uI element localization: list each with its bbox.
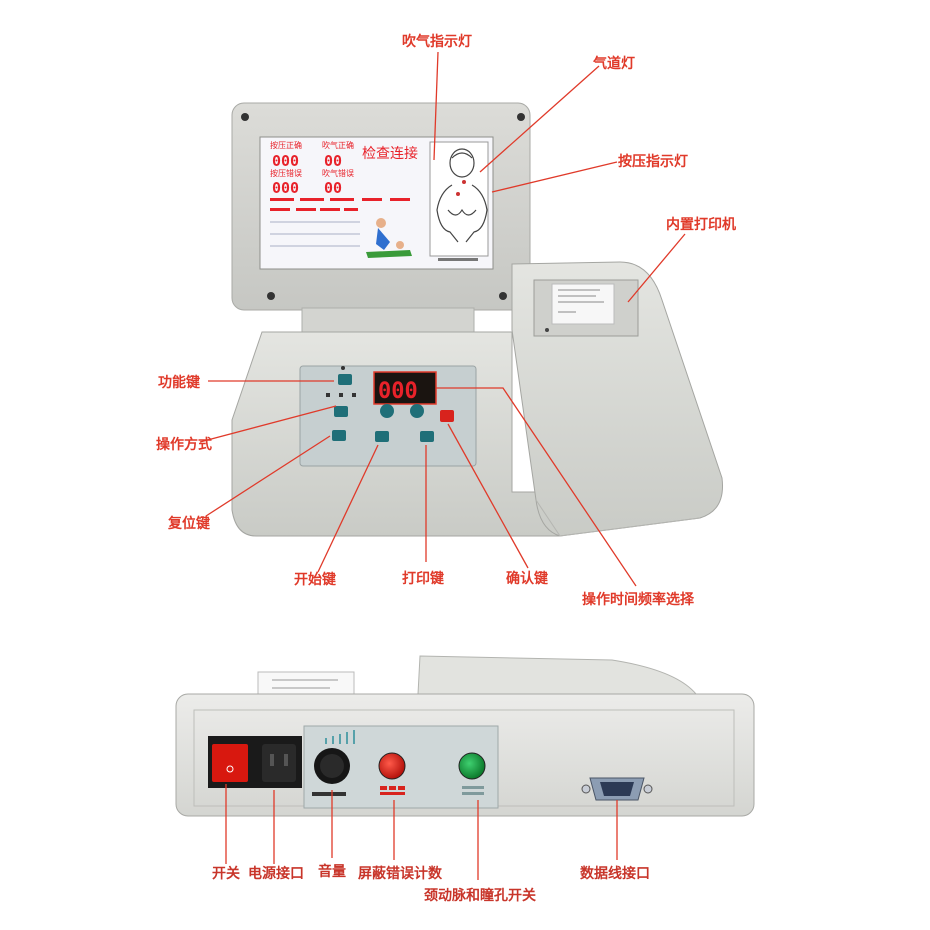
- label-time-freq-select: 操作时间频率选择: [582, 591, 695, 608]
- top-device: 按压正确 吹气正确 000 00 按压错误 吹气错误 000 00 检查连接: [231, 102, 724, 537]
- printer-led-icon: [545, 328, 549, 332]
- label-start-key: 开始键: [294, 571, 337, 588]
- rear-lid: [417, 655, 698, 695]
- blow-correct-label: 吹气正确: [322, 140, 354, 150]
- cpr-figure-icon: [366, 218, 412, 258]
- led-display: 000: [378, 379, 418, 404]
- blow-correct-value: 00: [324, 152, 342, 170]
- mask-error-mark: [380, 786, 405, 795]
- press-correct-label: 按压正确: [270, 140, 302, 150]
- operation-mode-key[interactable]: [334, 406, 348, 417]
- mask-error-button[interactable]: [378, 752, 406, 780]
- power-socket[interactable]: [262, 744, 296, 782]
- indicator-led-icon: [341, 366, 345, 370]
- label-mask-error-count: 屏蔽错误计数: [358, 865, 443, 882]
- start-key[interactable]: [375, 431, 389, 442]
- press-error-value: 000: [272, 179, 299, 197]
- label-power-port: 电源接口: [248, 865, 304, 882]
- screen-status-text: 检查连接: [362, 145, 418, 162]
- print-key[interactable]: [420, 431, 434, 442]
- led-display-panel: [373, 371, 437, 405]
- label-print-key: 打印键: [402, 570, 445, 587]
- hinge: [301, 307, 475, 333]
- press-correct-value: 000: [272, 152, 299, 170]
- carotid-pupil-button[interactable]: [458, 752, 486, 780]
- label-airway-light: 气道灯: [592, 55, 635, 72]
- press-error-label: 按压错误: [270, 168, 302, 178]
- power-switch[interactable]: [212, 744, 248, 782]
- label-carotid-pupil-switch: 颈动脉和瞳孔开关: [423, 887, 536, 904]
- label-builtin-printer: 内置打印机: [666, 216, 736, 233]
- screen-lines: [270, 221, 360, 247]
- rear-device: [175, 655, 755, 817]
- bottom-labels: 开关 电源接口 音量 屏蔽错误计数 颈动脉和瞳孔开关 数据线接口: [212, 863, 650, 904]
- label-volume: 音量: [318, 863, 346, 880]
- function-key[interactable]: [338, 374, 352, 385]
- label-confirm-key: 确认键: [506, 570, 549, 587]
- screen-small-rows: [270, 198, 410, 211]
- time-down-knob[interactable]: [380, 404, 394, 418]
- confirm-key[interactable]: [440, 410, 454, 422]
- reset-key[interactable]: [332, 430, 346, 441]
- torso-icon: [436, 148, 488, 243]
- time-up-knob[interactable]: [410, 404, 424, 418]
- label-blow-indicator: 吹气指示灯: [402, 33, 472, 50]
- label-data-port: 数据线接口: [580, 865, 650, 882]
- bottom-callout-lines: [225, 784, 618, 880]
- screw-icon: [267, 292, 275, 300]
- torso-panel: [429, 141, 489, 257]
- blow-error-label: 吹气错误: [322, 168, 354, 178]
- label-switch: 开关: [212, 865, 240, 882]
- mode-indicators: [326, 393, 356, 397]
- label-function-key: 功能键: [158, 374, 201, 391]
- press-light-icon: [456, 192, 460, 196]
- screw-icon: [241, 113, 249, 121]
- airway-light-icon: [462, 180, 466, 184]
- top-callout-lines: [199, 51, 686, 587]
- printer-paper: [551, 283, 615, 325]
- blow-error-value: 00: [324, 179, 342, 197]
- label-reset-key: 复位键: [167, 515, 211, 532]
- label-press-indicator: 按压指示灯: [618, 153, 688, 170]
- screw-icon: [499, 292, 507, 300]
- label-operation-mode: 操作方式: [156, 436, 212, 453]
- screen-footer: [438, 258, 478, 261]
- screw-icon: [517, 113, 525, 121]
- volume-scale: [325, 730, 355, 744]
- top-labels: 吹气指示灯 气道灯 按压指示灯 内置打印机 功能键 操作方式 复位键 开始键 打…: [156, 33, 736, 608]
- power-switch-mark-icon: [226, 765, 234, 773]
